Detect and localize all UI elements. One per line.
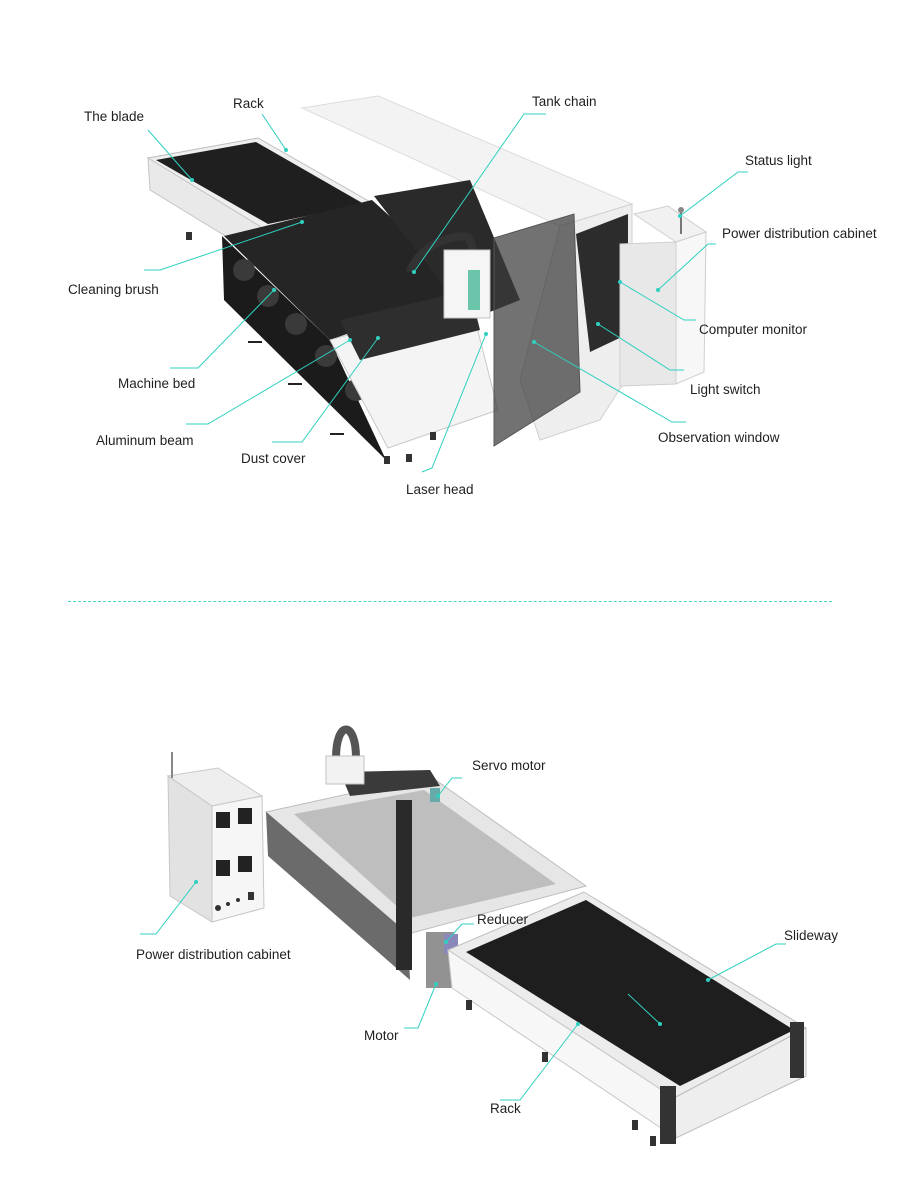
bottom-tank-chain [332,725,360,759]
status-light-lamp [678,207,684,213]
label-computer-monitor: Computer monitor [699,322,808,337]
label-cleaning-brush: Cleaning brush [68,282,159,297]
label-status-light: Status light [745,153,812,168]
bottom-gantry-post [396,800,412,970]
label-the-blade-bottom: The blade [570,974,631,989]
laser-head-housing [443,249,491,319]
top-machine-illustration [144,95,748,473]
power-cabinet-front [675,231,707,385]
label-dust-cover: Dust cover [241,451,306,466]
label-reducer: Reducer [477,912,529,927]
label-the-blade-top: The blade [84,109,145,124]
label-rack-top: Rack [233,96,264,111]
tank-chain [406,232,484,274]
label-aluminum-beam: Aluminum beam [96,433,194,448]
computer-monitor-panel [576,214,628,352]
label-slideway: Slideway [784,928,839,943]
bottom-bed-inner [294,790,556,918]
label-motor: Motor [364,1028,399,1043]
observation-window [493,213,581,447]
label-machine-bed: Machine bed [118,376,196,391]
label-light-switch: Light switch [690,382,761,397]
section-divider [68,601,832,602]
label-rack-bottom: Rack [490,1101,521,1116]
bottom-bed-side [266,812,410,980]
label-servo-motor: Servo motor [472,758,546,773]
label-tank-chain: Tank chain [532,94,597,109]
label-observation-window: Observation window [658,430,780,445]
bottom-machine-illustration [140,725,808,1146]
bottom-gantry-beam [340,770,440,796]
label-laser-head: Laser head [406,482,474,497]
label-power-distribution-cabinet-bottom: Power distribution cabinet [136,947,291,962]
bottom-leader-lines [140,777,786,1101]
top-leader-lines [144,113,748,473]
label-power-distribution-cabinet-top: Power distribution cabinet [722,226,877,241]
platform-blade-grid [156,142,364,224]
bottom-laser-head [325,755,365,785]
power-cabinet-side [619,241,677,387]
servo-motor [430,788,440,802]
bottom-platform-blade [466,900,794,1086]
